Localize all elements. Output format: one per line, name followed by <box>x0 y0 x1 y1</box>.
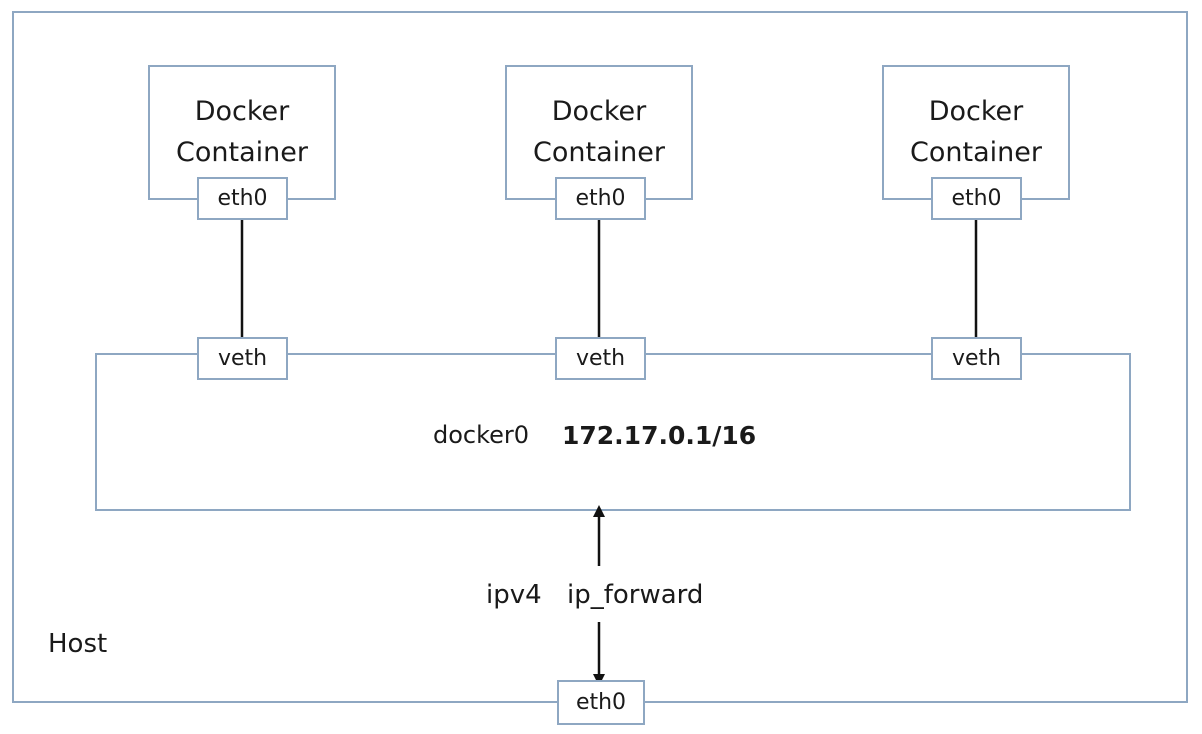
bridge-name: docker0 <box>433 421 530 449</box>
docker-container-1-title-line2: Container <box>176 137 308 168</box>
container-2-eth0-port: eth0 <box>555 177 646 220</box>
veth-port-2: veth <box>555 337 646 380</box>
bridge-cidr: 172.17.0.1/16 <box>562 421 757 450</box>
veth-port-3: veth <box>931 337 1022 380</box>
forwarding-setting: ip_forward <box>567 580 704 610</box>
veth-port-2-label: veth <box>575 346 626 371</box>
container-1-eth0-port: eth0 <box>197 177 288 220</box>
docker-container-2-title-line1: Docker <box>551 96 647 127</box>
container-3-eth0-port: eth0 <box>931 177 1022 220</box>
docker-container-1-title-line1: Docker <box>194 96 290 127</box>
docker-container-3-title-line2: Container <box>910 137 1042 168</box>
docker-container-1-title: Docker Container <box>148 91 336 173</box>
docker-container-3-title: Docker Container <box>882 91 1070 173</box>
container-2-eth0-label: eth0 <box>575 186 626 211</box>
host-eth0-port: eth0 <box>557 680 645 725</box>
docker-container-2-title-line2: Container <box>533 137 665 168</box>
host-eth0-label: eth0 <box>575 690 627 715</box>
veth-port-3-label: veth <box>951 346 1002 371</box>
host-label: Host <box>48 629 108 659</box>
forwarding-protocol: ipv4 <box>486 580 542 610</box>
container-3-eth0-label: eth0 <box>951 186 1002 211</box>
docker-container-3-title-line1: Docker <box>928 96 1024 127</box>
container-1-eth0-label: eth0 <box>217 186 268 211</box>
veth-port-1-label: veth <box>217 346 268 371</box>
veth-port-1: veth <box>197 337 288 380</box>
docker-container-2-title: Docker Container <box>505 91 693 173</box>
